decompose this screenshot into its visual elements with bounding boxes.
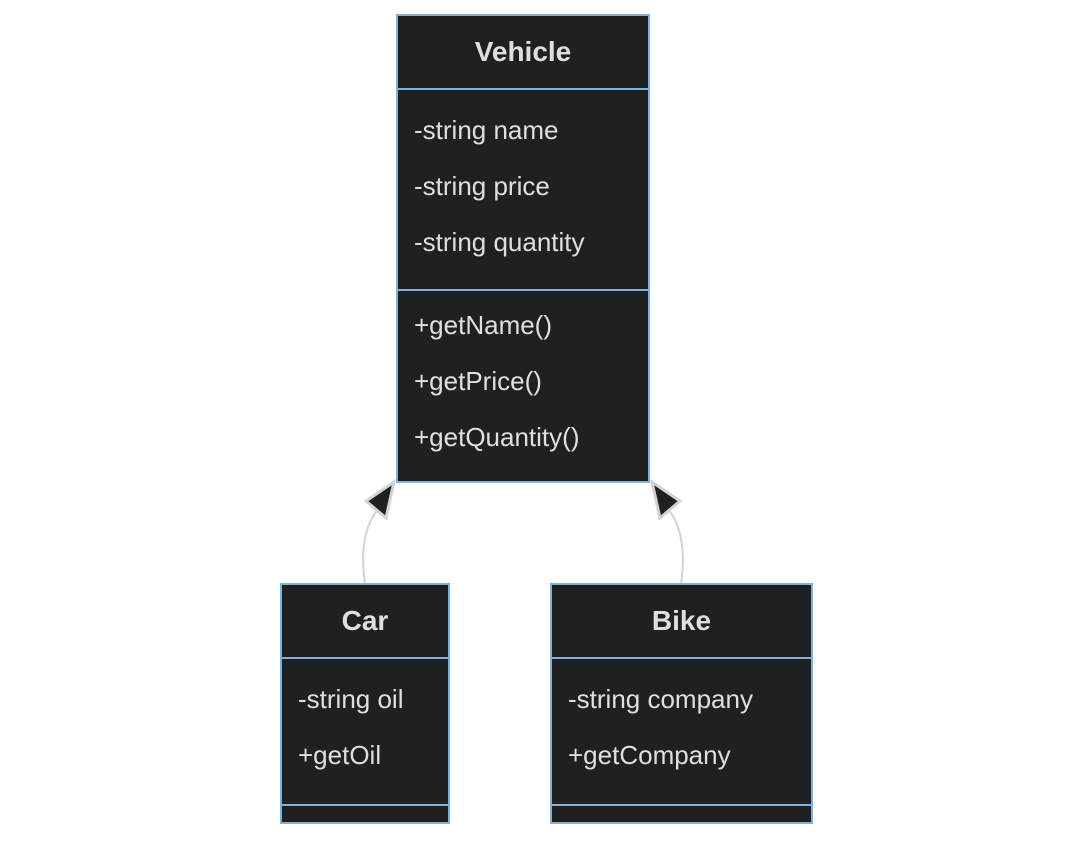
- inheritance-edge-car-to-vehicle: [362, 478, 397, 585]
- edge-curve-car: [362, 507, 380, 585]
- inheritance-triangle-icon: [363, 478, 397, 521]
- class-attribute: -string name: [414, 114, 559, 145]
- edge-curve-bike: [666, 507, 684, 585]
- attributes-section-vehicle: -string name -string price -string quant…: [398, 88, 648, 289]
- methods-section-car: [282, 804, 448, 822]
- class-method: +getPrice(): [414, 365, 542, 396]
- class-title-vehicle: Vehicle: [474, 36, 572, 67]
- class-attribute: +getOil: [298, 739, 382, 770]
- methods-section-bike: [552, 804, 811, 822]
- class-method: +getName(): [414, 309, 552, 340]
- class-attribute: -string company: [568, 683, 753, 714]
- class-attribute: -string quantity: [414, 226, 585, 257]
- class-method: +getQuantity(): [414, 421, 580, 452]
- class-box-bike: Bike -string company +getCompany: [550, 583, 813, 824]
- class-title-car: Car: [341, 605, 389, 636]
- inheritance-edge-bike-to-vehicle: [649, 478, 684, 585]
- class-box-vehicle: Vehicle -string name -string price -stri…: [396, 14, 650, 483]
- class-box-car: Car -string oil +getOil: [280, 583, 450, 824]
- methods-section-vehicle: +getName() +getPrice() +getQuantity(): [398, 289, 648, 481]
- attributes-section-bike: -string company +getCompany: [552, 657, 811, 804]
- class-attribute: -string price: [414, 170, 550, 201]
- class-attribute: -string oil: [298, 683, 404, 714]
- inheritance-triangle-icon: [649, 478, 683, 521]
- class-title-bike: Bike: [651, 605, 712, 636]
- class-attribute: +getCompany: [568, 739, 731, 770]
- attributes-section-car: -string oil +getOil: [282, 657, 448, 804]
